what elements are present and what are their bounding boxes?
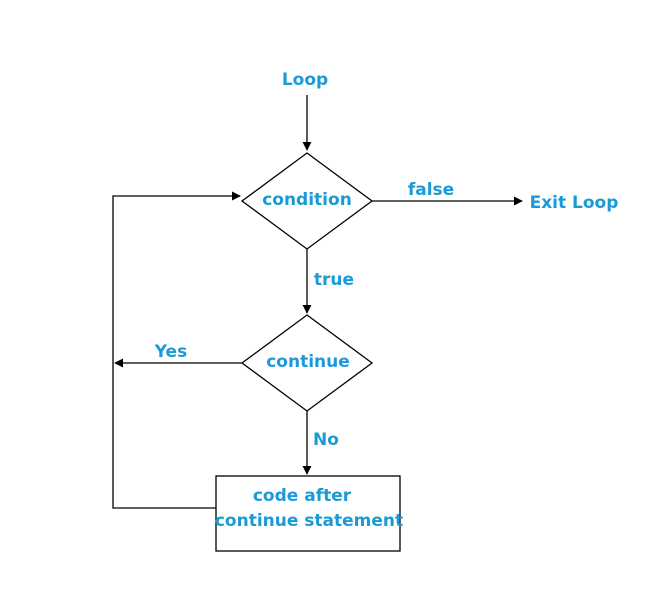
code-box-line-1: code after — [253, 486, 352, 506]
loop-start-label: Loop — [282, 70, 328, 90]
condition-label: condition — [262, 190, 352, 210]
continue-label: continue — [266, 352, 350, 372]
exit-loop-label: Exit Loop — [530, 193, 619, 213]
true-label: true — [314, 270, 354, 290]
false-label: false — [408, 180, 454, 200]
loop-back-path — [112, 191, 241, 509]
code-box-line-2: continue statement — [215, 511, 403, 531]
code-after-continue-box — [215, 475, 401, 552]
no-label: No — [313, 430, 339, 450]
yes-label: Yes — [154, 342, 187, 362]
